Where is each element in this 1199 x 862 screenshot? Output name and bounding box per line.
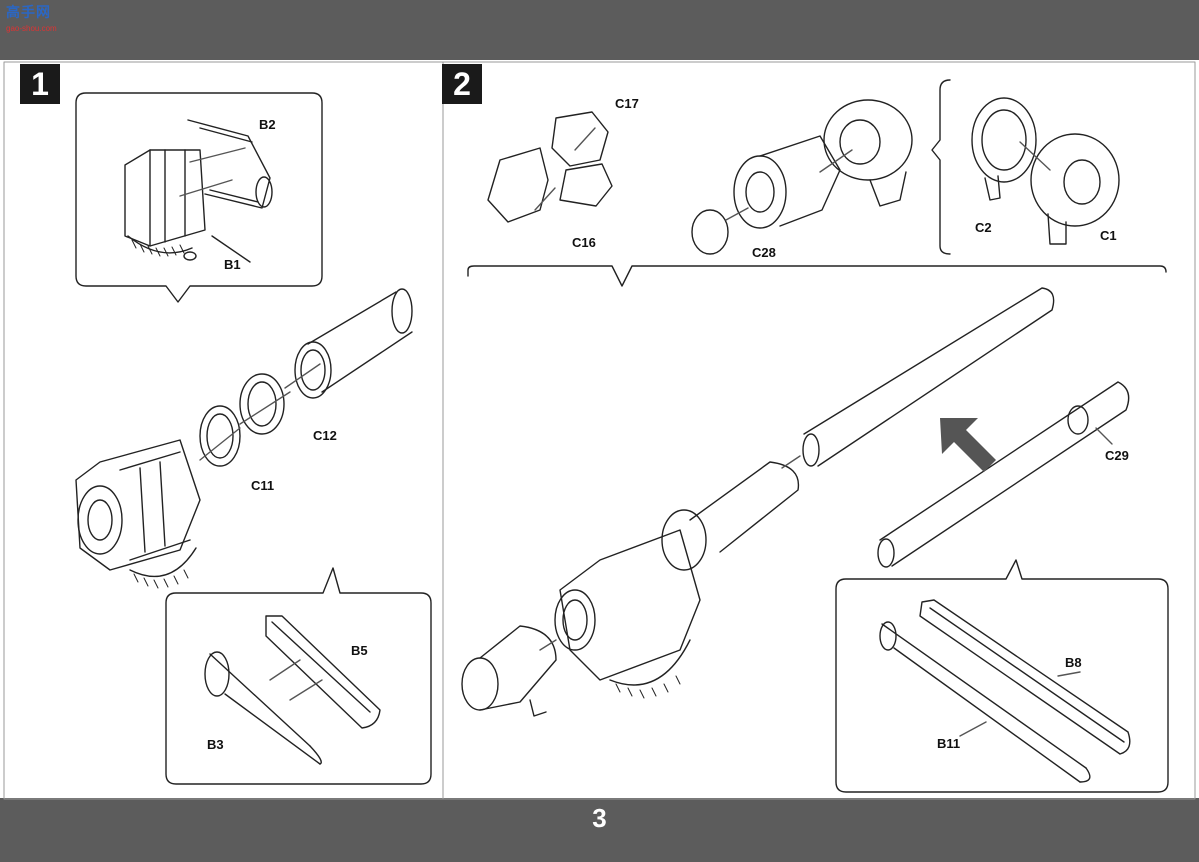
label-b5: B5 — [351, 643, 368, 658]
parts-c16-c17-illustration — [487, 111, 613, 223]
parts-c28-mount-illustration — [691, 99, 913, 255]
cradle-b1-b2-illustration — [124, 119, 273, 263]
main-gun-illustration — [461, 287, 1055, 717]
step-2-panel — [442, 61, 1196, 800]
callout-b1-b2 — [75, 92, 323, 303]
top-band — [0, 0, 1199, 60]
step-2-callout-line — [467, 265, 1167, 287]
alt-bracket — [931, 79, 951, 255]
direction-arrow-icon — [940, 418, 996, 472]
label-c11: C11 — [251, 478, 275, 493]
watermark-text: 高手网 — [6, 4, 51, 20]
callout-b8-b11 — [835, 559, 1169, 793]
step-2-badge: 2 — [442, 64, 482, 104]
breech-assembly-illustration — [75, 288, 413, 589]
ring-c12 — [239, 373, 285, 435]
label-c29: C29 — [1105, 448, 1129, 463]
watermark-url: gao-shou.com — [6, 24, 57, 33]
label-b2: B2 — [259, 117, 276, 132]
barrel-c29-illustration — [877, 381, 1130, 568]
page-number: 3 — [592, 803, 607, 833]
barrel-b3-b5-illustration — [204, 615, 381, 765]
label-b3: B3 — [207, 737, 224, 752]
step-1-badge: 1 — [20, 64, 60, 104]
bottom-band — [0, 798, 1199, 862]
step-1-panel — [3, 61, 444, 800]
barrel-b8-b11-illustration — [879, 599, 1131, 783]
label-c16: C16 — [572, 235, 596, 250]
label-b11: B11 — [937, 736, 961, 751]
label-c28: C28 — [752, 245, 776, 260]
watermark-logo: 高手网 gao-shou.com — [4, 2, 68, 36]
label-c1: C1 — [1100, 228, 1117, 243]
label-c2: C2 — [975, 220, 992, 235]
callout-b3-b5 — [165, 567, 432, 785]
label-c17: C17 — [615, 96, 639, 111]
label-b8: B8 — [1065, 655, 1082, 670]
label-b1: B1 — [224, 257, 241, 272]
label-c12: C12 — [313, 428, 337, 443]
parts-c1-c2-illustration — [971, 97, 1120, 245]
ring-c11 — [199, 405, 241, 467]
